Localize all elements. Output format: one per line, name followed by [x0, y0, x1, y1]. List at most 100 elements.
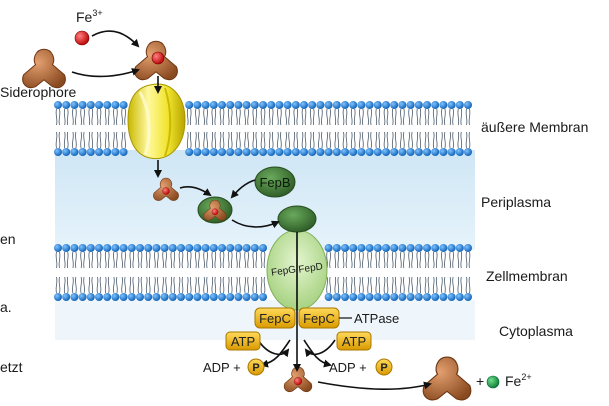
siderophore-periplasm: [153, 177, 179, 201]
arrow-fe-binding: [91, 30, 140, 48]
lipid-head: [177, 293, 185, 301]
lipid-head: [332, 148, 341, 156]
periplasm-label: Periplasma: [481, 194, 551, 210]
outer-membrane-label: äußere Membran: [481, 119, 588, 135]
lipid-tail: [88, 131, 94, 149]
lipid-head: [398, 101, 407, 109]
lipid-tail: [104, 108, 110, 126]
arrow-adp-left: [260, 339, 291, 368]
lipid-head: [78, 148, 87, 156]
lipid-head: [267, 101, 276, 109]
lipid-head: [152, 293, 161, 301]
lipid-tail: [80, 108, 85, 126]
fepb-protein: FepB: [254, 166, 296, 198]
lipid-head: [316, 148, 325, 156]
lipid-head: [54, 101, 62, 109]
lipid-head: [423, 101, 431, 109]
lipid-tail: [252, 276, 258, 294]
lipid-head: [406, 101, 415, 109]
arrow-to-channel: [231, 219, 280, 229]
lipid-tail: [457, 131, 463, 149]
lipid-tail: [104, 251, 110, 269]
lipid-tail: [63, 131, 69, 149]
lipid-head: [259, 148, 267, 156]
lipid-tail: [400, 251, 405, 269]
lipid-tail: [178, 276, 184, 294]
lipid-tail: [359, 131, 364, 149]
phosphate-left: P: [247, 358, 265, 376]
atp-right-label: ATP: [342, 334, 366, 349]
lipid-head: [431, 148, 440, 156]
lipid-head: [341, 293, 349, 301]
periplasm-region: [55, 150, 475, 250]
lipid-head: [62, 101, 71, 109]
lipid-tail: [104, 131, 110, 149]
lipid-tail: [465, 276, 471, 294]
lipid-tail: [367, 108, 372, 126]
lipid-tail: [63, 251, 69, 269]
lipid-tail: [88, 251, 94, 269]
lipid-head: [103, 244, 112, 252]
lipid-head: [103, 101, 112, 109]
lipid-head: [373, 244, 382, 252]
lipid-head: [209, 293, 218, 301]
lipid-head: [447, 101, 456, 109]
cell-membrane-label: Zellmembran: [486, 268, 568, 284]
lipid-tail: [375, 276, 381, 294]
lipid-tail: [449, 108, 454, 126]
lipid-head: [431, 244, 440, 252]
lipid-head: [168, 244, 177, 252]
lipid-head: [209, 244, 218, 252]
lipid-head: [70, 293, 79, 301]
lipid-tail: [227, 276, 233, 294]
lipid-tail: [195, 108, 200, 126]
lipid-head: [95, 148, 103, 156]
lipid-tail: [252, 131, 258, 149]
lipid-head: [201, 293, 210, 301]
lipid-head: [414, 101, 423, 109]
lipid-tail: [96, 108, 102, 126]
lipid-head: [291, 148, 300, 156]
lipid-head: [177, 244, 185, 252]
lipid-head: [447, 148, 456, 156]
lipid-tail: [121, 251, 126, 269]
lipid-head: [455, 244, 464, 252]
lipid-head: [275, 148, 284, 156]
lipid-head: [136, 293, 144, 301]
lipid-head: [209, 101, 218, 109]
lipid-head: [136, 244, 144, 252]
lipid-tail: [391, 251, 397, 269]
lipid-head: [234, 101, 243, 109]
lipid-tail: [375, 251, 381, 269]
fepg-label: FepG: [271, 264, 298, 278]
lipid-tail: [408, 131, 413, 149]
lipid-tail: [260, 131, 266, 149]
lipid-tail: [350, 251, 356, 269]
lipid-tail: [441, 251, 446, 269]
lipid-tail: [129, 251, 135, 269]
lipid-tail: [416, 131, 422, 149]
lipid-head: [324, 293, 333, 301]
lipid-tail: [72, 276, 77, 294]
lipid-head: [78, 293, 87, 301]
lipid-head: [455, 148, 464, 156]
lipid-head: [455, 101, 464, 109]
lipid-tail: [203, 276, 208, 294]
lipid-head: [103, 293, 112, 301]
lipid-head: [242, 244, 251, 252]
fepd-label: FepD: [298, 261, 324, 275]
lipid-head: [382, 244, 390, 252]
lipid-head: [259, 244, 267, 252]
lipid-tail: [55, 108, 61, 126]
lipid-tail: [195, 251, 200, 269]
cell-membrane: [54, 244, 472, 301]
fe3-ion-bound: [151, 51, 165, 65]
lipid-head: [70, 148, 79, 156]
atp-right: ATP: [336, 331, 372, 351]
lipid-tail: [244, 131, 249, 149]
lipid-tail: [342, 108, 348, 126]
lipid-tail: [211, 251, 217, 269]
lipid-tail: [88, 276, 94, 294]
lipid-tail: [96, 276, 102, 294]
lipid-head: [226, 148, 235, 156]
